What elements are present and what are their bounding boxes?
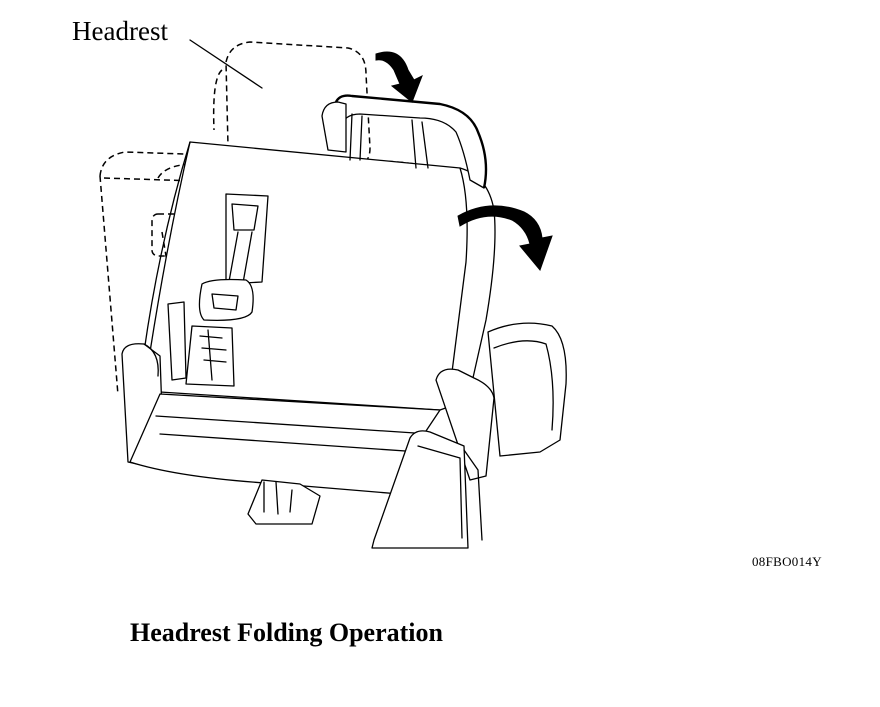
callout-leader-line bbox=[189, 39, 263, 89]
headrest-folded bbox=[321, 94, 488, 189]
headrest-callout-label: Headrest bbox=[72, 16, 168, 46]
recliner-bracket bbox=[371, 322, 567, 549]
seatback-folded bbox=[121, 141, 496, 495]
seat-floor-leg bbox=[247, 479, 321, 525]
figure-code: 08FBO014Y bbox=[752, 554, 822, 569]
arrow-fold-forward-icon bbox=[457, 205, 553, 271]
arrow-fold-down-icon bbox=[375, 51, 423, 103]
figure-caption: Headrest Folding Operation bbox=[130, 618, 443, 647]
